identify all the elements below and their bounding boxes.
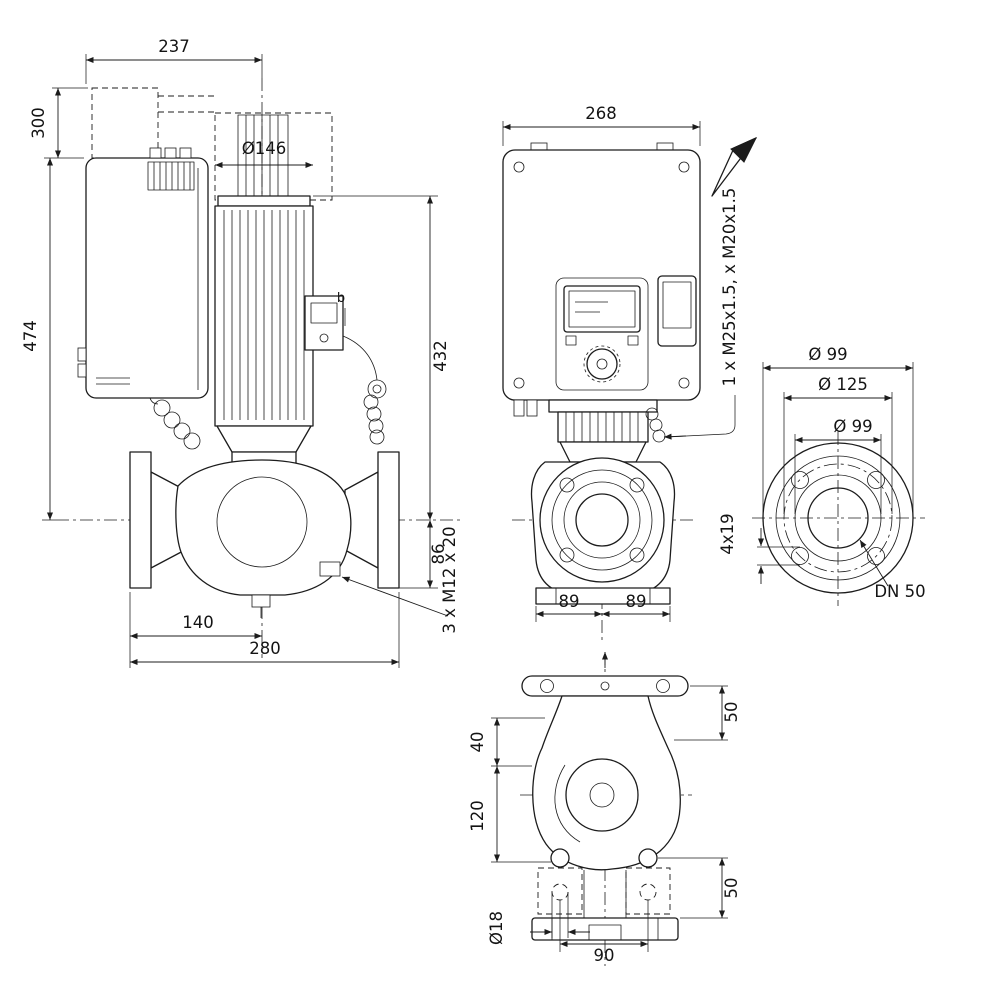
flange-dimensions: Ø 99 Ø 125 Ø 99 4x19 DN 50 — [718, 345, 926, 601]
electronic-module — [77, 147, 209, 399]
button-left — [565, 335, 577, 346]
dim-label-50-upper: 50 — [722, 702, 741, 723]
ref-label-b: b — [337, 291, 345, 306]
dim-label-120: 120 — [468, 800, 487, 832]
view-top-plan: 50 40 120 50 Ø18 90 — [468, 652, 741, 966]
volute-plan — [532, 695, 681, 871]
bolt-circle — [783, 463, 893, 573]
dim-label-300: 300 — [29, 107, 48, 139]
motor — [214, 114, 344, 427]
dim-label-d146: Ø146 — [242, 139, 286, 158]
dim-label-40: 40 — [468, 732, 487, 753]
dim-label-glands: 1 x M25x1.5, x M20x1.5 — [720, 188, 739, 387]
suction-flange — [129, 451, 152, 589]
corner-screw — [678, 377, 690, 389]
flange-hole — [656, 679, 670, 693]
corner-screw — [513, 161, 525, 173]
bolt-hole — [791, 547, 809, 565]
flow-direction-symbol — [711, 136, 758, 197]
dim-label-bolt-spec: 3 x M12 x 20 — [440, 526, 459, 633]
foot-hole-hidden — [639, 883, 657, 901]
dim-label-50-lower: 50 — [722, 878, 741, 899]
dim-label-89-left: 89 — [559, 592, 580, 611]
flange-circles — [762, 442, 914, 594]
dim-label-dn50: DN 50 — [874, 582, 925, 601]
side-dimensions: 237 300 474 Ø146 432 86 140 280 3 x M12 … — [21, 37, 459, 668]
front-dimensions: 268 89 89 1 x M25x1.5, x M20x1.5 — [502, 104, 739, 622]
drain-plug — [251, 594, 271, 608]
raised-face-circle — [794, 474, 882, 562]
display-screen — [563, 285, 641, 333]
control-knob — [586, 348, 618, 380]
discharge-flange — [377, 451, 400, 589]
dim-label-140: 140 — [182, 613, 214, 632]
port-flange-plate — [521, 675, 689, 697]
view-flange-detail: Ø 99 Ø 125 Ø 99 4x19 DN 50 — [718, 345, 926, 606]
dim-label-432: 432 — [431, 340, 450, 372]
connector-module — [657, 275, 697, 347]
dim-label-268: 268 — [585, 104, 617, 123]
display-panel — [555, 277, 649, 391]
foot-hole-hidden — [551, 883, 569, 901]
cable-gland — [526, 399, 538, 417]
dim-label-474: 474 — [21, 320, 40, 352]
bottom-flange — [531, 917, 679, 941]
corner-screw — [678, 161, 690, 173]
dim-label-d18: Ø18 — [487, 911, 506, 945]
cable-gland — [513, 399, 525, 417]
bolt-boss — [319, 561, 341, 577]
motor-lantern — [216, 425, 312, 453]
dim-label-outer-dia: Ø 99 — [808, 345, 847, 364]
top-pump-body — [521, 675, 689, 941]
dim-label-bolt-circle: Ø 125 — [818, 375, 868, 394]
base-flange — [535, 587, 671, 605]
dim-label-4x19: 4x19 — [718, 513, 737, 554]
button-right — [627, 335, 639, 346]
dim-label-90: 90 — [594, 946, 615, 965]
dim-label-86: 86 — [429, 544, 448, 565]
flange-hole — [540, 679, 554, 693]
bolt-hole — [629, 547, 645, 563]
bore-circle — [807, 487, 869, 549]
control-box — [502, 142, 701, 401]
pump-housing — [129, 425, 400, 618]
front-pump-body — [513, 399, 676, 605]
dim-label-hub-dia: Ø 99 — [833, 417, 872, 436]
bolt-hole — [559, 547, 575, 563]
foot-boss — [550, 848, 570, 868]
flange-face — [539, 457, 665, 583]
volute — [175, 459, 352, 596]
foot-boss — [638, 848, 658, 868]
view-front-elevation: 268 89 89 1 x M25x1.5, x M20x1.5 — [502, 104, 758, 640]
bolt-hole — [559, 477, 575, 493]
dim-label-237: 237 — [158, 37, 190, 56]
top-dimensions: 50 40 120 50 Ø18 90 — [468, 685, 741, 965]
dim-label-280: 280 — [249, 639, 281, 658]
motor-fins — [223, 210, 305, 420]
bolt-hole — [629, 477, 645, 493]
corner-screw — [513, 377, 525, 389]
view-side-elevation: 237 300 474 Ø146 432 86 140 280 3 x M12 … — [21, 37, 464, 668]
flange-outer-circle — [762, 442, 914, 594]
bolt-hole — [791, 471, 809, 489]
bolt-hole — [867, 547, 885, 565]
cable-coils — [149, 335, 387, 450]
dim-label-89-right: 89 — [626, 592, 647, 611]
bolt-hole — [867, 471, 885, 489]
